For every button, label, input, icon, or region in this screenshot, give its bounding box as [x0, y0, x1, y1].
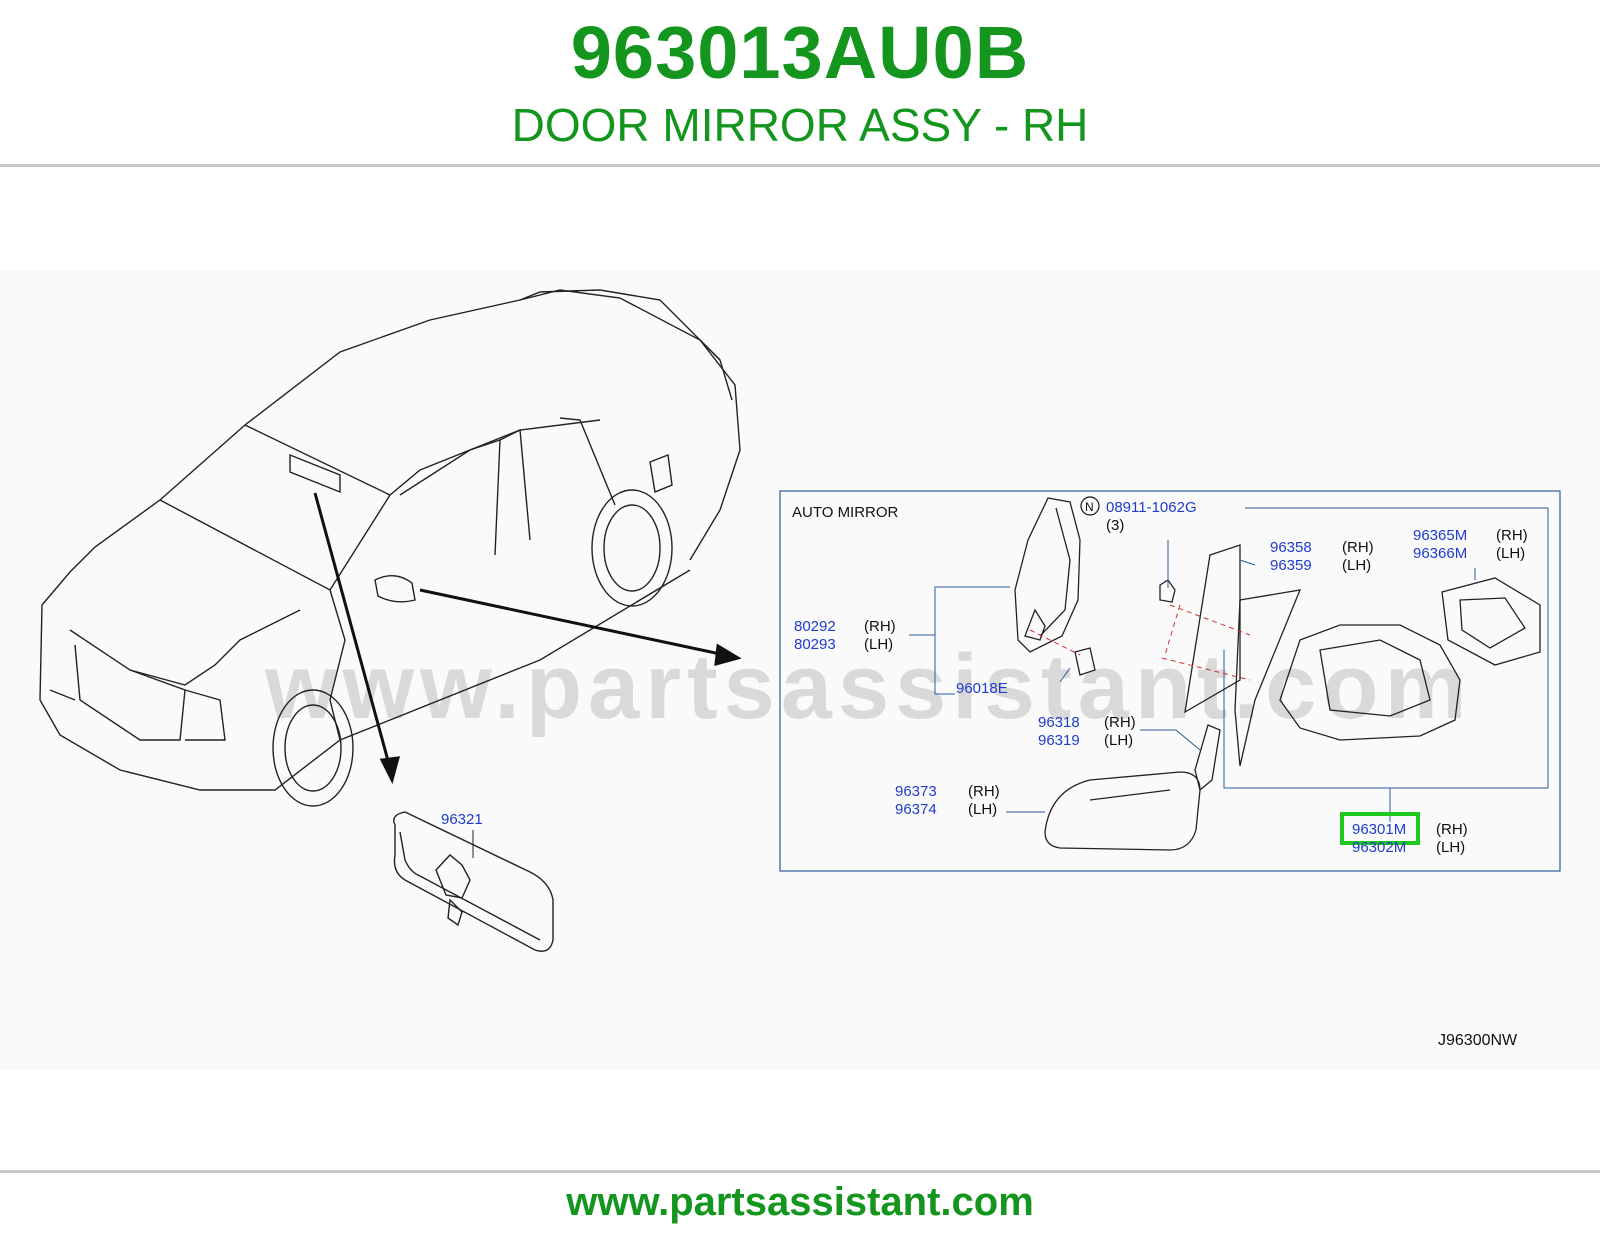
- detail-frame: [779, 490, 1561, 872]
- callout-96018E: 96018E: [956, 680, 1008, 697]
- callout-80293: 80293: [794, 636, 836, 653]
- car-illustration: [39, 289, 741, 807]
- parts-diagram: www.partsassistant.com: [0, 270, 1600, 1070]
- callout-08911-1062G: 08911-1062G: [1106, 499, 1197, 516]
- callout-96319-side: (LH): [1104, 732, 1133, 749]
- watermark: www.partsassistant.com: [264, 636, 1472, 738]
- drawing-code: J96300NW: [1438, 1032, 1518, 1049]
- callout-96359: 96359: [1270, 557, 1312, 574]
- mirror-housing-illustration: [1014, 497, 1541, 851]
- page-header: 963013AU0B DOOR MIRROR ASSY - RH: [0, 0, 1600, 168]
- callout-96302M: 96302M: [1352, 839, 1406, 856]
- inside-mirror-illustration: [393, 811, 554, 952]
- nut-symbol: [1080, 496, 1100, 516]
- callout-leaders: [909, 540, 1476, 813]
- callout-96358: 96358: [1270, 539, 1312, 556]
- car-arrows: [313, 492, 742, 785]
- callout-96319: 96319: [1038, 732, 1080, 749]
- callout-80292-side: (RH): [864, 618, 896, 635]
- nut-symbol-letter: N: [1085, 500, 1094, 514]
- callout-96358-side: (RH): [1342, 539, 1374, 556]
- part-name-subtitle: DOOR MIRROR ASSY - RH: [511, 99, 1089, 151]
- assembly-bracket: [1223, 507, 1549, 789]
- callout-96366M: 96366M: [1413, 545, 1467, 562]
- callout-96365M: 96365M: [1413, 527, 1467, 544]
- callout-96365M-side: (RH): [1496, 527, 1528, 544]
- callout-80292: 80292: [794, 618, 836, 635]
- highlight-box-96301M: [1340, 812, 1420, 845]
- footer-divider: [0, 1170, 1600, 1173]
- callout-96366M-side: (LH): [1496, 545, 1525, 562]
- callout-96374: 96374: [895, 801, 937, 818]
- parts-diagram-svg: www.partsassistant.com: [39, 289, 1561, 1049]
- part-number-title: 963013AU0B: [570, 11, 1030, 94]
- callout-96301M: 96301M: [1352, 821, 1406, 838]
- callout-96374-side: (LH): [968, 801, 997, 818]
- callout-96302M-side: (LH): [1436, 839, 1465, 856]
- callout-80293-side: (LH): [864, 636, 893, 653]
- callout-96301M-side: (RH): [1436, 821, 1468, 838]
- callout-96321: 96321: [441, 811, 483, 828]
- footer-url: www.partsassistant.com: [566, 1180, 1034, 1224]
- callout-96373-side: (RH): [968, 783, 1000, 800]
- header-divider: [0, 164, 1600, 167]
- callout-96373: 96373: [895, 783, 937, 800]
- fastener-lines: [1029, 604, 1251, 681]
- callout-96318-side: (RH): [1104, 714, 1136, 731]
- callout-08911-qty: (3): [1106, 517, 1124, 534]
- section-label: AUTO MIRROR: [792, 504, 899, 521]
- callout-96318: 96318: [1038, 714, 1080, 731]
- callout-96359-side: (LH): [1342, 557, 1371, 574]
